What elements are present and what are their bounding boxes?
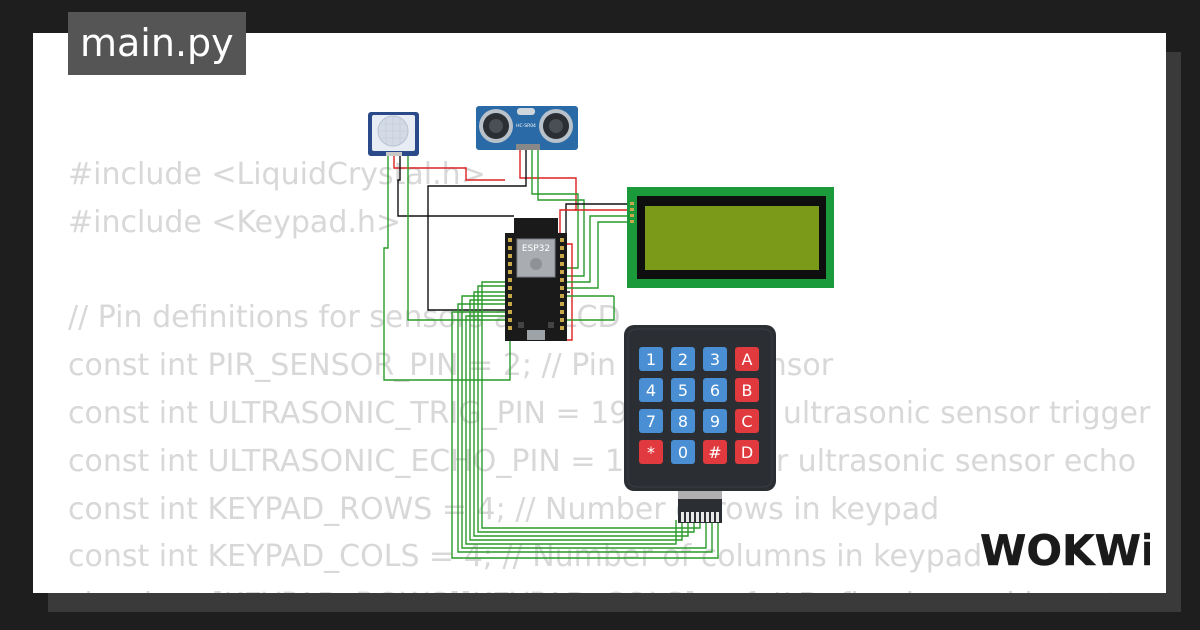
esp32-board[interactable]: ESP32 <box>505 218 567 341</box>
esp32-label: ESP32 <box>522 244 550 254</box>
wire-kp-4 <box>481 281 701 529</box>
code-line: // Pin definitions for sensors and LCD <box>68 300 621 336</box>
keypad-key-label: 2 <box>678 350 688 369</box>
wire-kp-8 <box>465 315 677 545</box>
wire-lcd-gnd <box>565 203 632 293</box>
keypad-key-label: 9 <box>710 412 720 431</box>
wire-kp-7 <box>451 311 719 559</box>
keypad-key-1[interactable]: 1 <box>639 347 663 371</box>
keypad-key-0[interactable]: 0 <box>671 440 695 464</box>
wire-kp-6 <box>457 303 713 553</box>
keypad-key-label: # <box>708 443 721 462</box>
wire-pir-gnd <box>397 156 514 217</box>
wire-lcd-sda <box>566 215 632 283</box>
keypad-key-D[interactable]: D <box>735 440 759 464</box>
ultrasonic-sensor[interactable]: HC-SR04 <box>476 106 578 150</box>
file-tab[interactable]: main.py <box>68 12 246 75</box>
code-line: #include <Keypad.h> <box>68 204 402 240</box>
keypad-key-label: D <box>741 443 753 462</box>
wire-lcd-scl <box>566 221 632 289</box>
membrane-keypad[interactable]: 1 2 3 A 4 5 6 B 7 8 9 C * 0 # D <box>624 325 776 523</box>
keypad-key-4[interactable]: 4 <box>639 378 663 402</box>
keypad-key-C[interactable]: C <box>735 409 759 433</box>
keypad-key-label: B <box>742 381 753 400</box>
wire-us-echo <box>537 150 585 277</box>
keypad-key-#[interactable]: # <box>703 440 727 464</box>
keypad-key-label: C <box>741 412 752 431</box>
keypad-key-5[interactable]: 5 <box>671 378 695 402</box>
wires <box>383 150 719 559</box>
keypad-key-label: 1 <box>646 350 656 369</box>
keypad-key-label: 7 <box>646 412 656 431</box>
keypad-key-2[interactable]: 2 <box>671 347 695 371</box>
wire-us-gnd <box>427 150 527 311</box>
keypad-key-label: 6 <box>710 381 720 400</box>
keypad-key-label: 3 <box>710 350 720 369</box>
wire-pir-vcc <box>393 156 505 181</box>
keypad-key-6[interactable]: 6 <box>703 378 727 402</box>
keypad-key-9[interactable]: 9 <box>703 409 727 433</box>
keypad-key-7[interactable]: 7 <box>639 409 663 433</box>
code-line: const int KEYPAD_ROWS = 4; // Number of … <box>68 491 940 527</box>
code-line: char keys[KEYPAD_ROWS][KEYPAD_COLS] = { … <box>68 581 1150 593</box>
code-line: const int KEYPAD_COLS = 4; // Number of … <box>68 539 983 575</box>
keypad-key-*[interactable]: * <box>639 440 663 464</box>
wire-kp-5 <box>461 295 707 549</box>
wokwi-logo: WOKWi <box>980 527 1150 575</box>
keypad-key-label: A <box>742 350 753 369</box>
wire-pir-out-1 <box>383 156 511 381</box>
ultrasonic-label: HC-SR04 <box>516 123 536 129</box>
keypad-key-A[interactable]: A <box>735 347 759 371</box>
keypad-key-label: 4 <box>646 381 656 400</box>
pir-sensor[interactable] <box>368 112 419 156</box>
keypad-key-label: * <box>647 443 655 462</box>
wokwi-logo-text: WOKWi <box>980 527 1150 575</box>
keypad-key-B[interactable]: B <box>735 378 759 402</box>
wire-us-trig <box>531 150 579 269</box>
wire-us-vcc <box>519 150 577 211</box>
keypad-key-3[interactable]: 3 <box>703 347 727 371</box>
wire-kp-2 <box>473 291 689 537</box>
keypad-key-8[interactable]: 8 <box>671 409 695 433</box>
keypad-key-label: 0 <box>678 443 688 462</box>
keypad-key-label: 8 <box>678 412 688 431</box>
wire-pir-out-2 <box>407 156 505 321</box>
keypad-key-label: 5 <box>678 381 688 400</box>
project-preview-card: #include <LiquidCrystal.h>#include <Keyp… <box>33 33 1166 593</box>
wire-kp-10 <box>566 296 615 321</box>
lcd-display[interactable] <box>627 187 834 288</box>
